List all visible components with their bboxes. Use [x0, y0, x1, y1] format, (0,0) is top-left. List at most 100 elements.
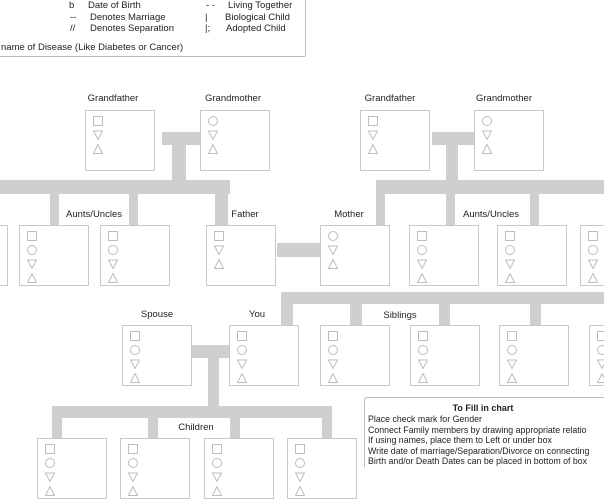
- square-icon[interactable]: [108, 231, 118, 241]
- triangle-down-icon[interactable]: [27, 259, 37, 269]
- circle-icon[interactable]: [418, 345, 428, 355]
- triangle-down-icon[interactable]: [93, 130, 103, 140]
- triangle-down-icon[interactable]: [417, 259, 427, 269]
- connector-line: [208, 358, 219, 406]
- triangle-up-icon[interactable]: [505, 273, 515, 283]
- aunt-uncle-box[interactable]: [497, 225, 567, 286]
- square-icon[interactable]: [588, 231, 598, 241]
- triangle-up-icon[interactable]: [130, 373, 140, 383]
- circle-icon[interactable]: [597, 345, 604, 355]
- square-icon[interactable]: [214, 231, 224, 241]
- triangle-down-icon[interactable]: [130, 359, 140, 369]
- you-box[interactable]: [229, 325, 299, 386]
- triangle-up-icon[interactable]: [418, 373, 428, 383]
- triangle-up-icon[interactable]: [93, 144, 103, 154]
- square-icon[interactable]: [237, 331, 247, 341]
- circle-icon[interactable]: [208, 116, 218, 126]
- aunt-uncle-box[interactable]: [580, 225, 604, 286]
- triangle-down-icon[interactable]: [328, 359, 338, 369]
- triangle-up-icon[interactable]: [27, 273, 37, 283]
- grandmother-right-box[interactable]: [474, 110, 544, 171]
- square-icon[interactable]: [45, 444, 55, 454]
- square-icon[interactable]: [27, 231, 37, 241]
- triangle-up-icon[interactable]: [212, 486, 222, 496]
- triangle-up-icon[interactable]: [208, 144, 218, 154]
- triangle-up-icon[interactable]: [328, 373, 338, 383]
- triangle-up-icon[interactable]: [237, 373, 247, 383]
- square-icon[interactable]: [597, 331, 604, 341]
- square-icon[interactable]: [93, 116, 103, 126]
- triangle-up-icon[interactable]: [482, 144, 492, 154]
- triangle-down-icon[interactable]: [237, 359, 247, 369]
- aunt-uncle-box[interactable]: [0, 225, 8, 286]
- child-box[interactable]: [287, 438, 357, 499]
- circle-icon[interactable]: [328, 231, 338, 241]
- circle-icon[interactable]: [237, 345, 247, 355]
- square-icon[interactable]: [507, 331, 517, 341]
- sibling-box[interactable]: [320, 325, 390, 386]
- square-icon[interactable]: [417, 231, 427, 241]
- triangle-up-icon[interactable]: [108, 273, 118, 283]
- square-icon[interactable]: [418, 331, 428, 341]
- aunt-uncle-box[interactable]: [100, 225, 170, 286]
- triangle-down-icon[interactable]: [482, 130, 492, 140]
- triangle-down-icon[interactable]: [128, 472, 138, 482]
- triangle-up-icon[interactable]: [597, 373, 604, 383]
- triangle-up-icon[interactable]: [295, 486, 305, 496]
- father-box[interactable]: [206, 225, 276, 286]
- circle-icon[interactable]: [482, 116, 492, 126]
- grandmother-left-box[interactable]: [200, 110, 270, 171]
- triangle-down-icon[interactable]: [328, 245, 338, 255]
- square-icon[interactable]: [212, 444, 222, 454]
- triangle-down-icon[interactable]: [45, 472, 55, 482]
- triangle-down-icon[interactable]: [505, 259, 515, 269]
- triangle-down-icon[interactable]: [507, 359, 517, 369]
- circle-icon[interactable]: [108, 245, 118, 255]
- triangle-up-icon[interactable]: [507, 373, 517, 383]
- circle-icon[interactable]: [130, 345, 140, 355]
- aunt-uncle-box[interactable]: [409, 225, 479, 286]
- triangle-down-icon[interactable]: [295, 472, 305, 482]
- square-icon[interactable]: [130, 331, 140, 341]
- triangle-up-icon[interactable]: [328, 259, 338, 269]
- grandfather-right-box[interactable]: [360, 110, 430, 171]
- triangle-down-icon[interactable]: [597, 359, 604, 369]
- instruction-line: Birth and/or Death Dates can be placed i…: [368, 456, 604, 467]
- square-icon[interactable]: [328, 331, 338, 341]
- circle-icon[interactable]: [328, 345, 338, 355]
- aunt-uncle-box[interactable]: [19, 225, 89, 286]
- square-icon[interactable]: [295, 444, 305, 454]
- triangle-down-icon[interactable]: [108, 259, 118, 269]
- triangle-up-icon[interactable]: [214, 259, 224, 269]
- triangle-up-icon[interactable]: [588, 273, 598, 283]
- sibling-box[interactable]: [589, 325, 604, 386]
- child-box[interactable]: [120, 438, 190, 499]
- square-icon[interactable]: [128, 444, 138, 454]
- spouse-box[interactable]: [122, 325, 192, 386]
- child-box[interactable]: [204, 438, 274, 499]
- connector-line: [148, 418, 158, 438]
- circle-icon[interactable]: [588, 245, 598, 255]
- triangle-down-icon[interactable]: [214, 245, 224, 255]
- square-icon[interactable]: [368, 116, 378, 126]
- triangle-down-icon[interactable]: [368, 130, 378, 140]
- circle-icon[interactable]: [505, 245, 515, 255]
- sibling-box[interactable]: [410, 325, 480, 386]
- triangle-down-icon[interactable]: [418, 359, 428, 369]
- sibling-box[interactable]: [499, 325, 569, 386]
- circle-icon[interactable]: [417, 245, 427, 255]
- square-icon[interactable]: [505, 231, 515, 241]
- disease-note: name of Disease (Like Diabetes or Cancer…: [1, 42, 183, 53]
- circle-icon[interactable]: [27, 245, 37, 255]
- triangle-down-icon[interactable]: [588, 259, 598, 269]
- triangle-up-icon[interactable]: [45, 486, 55, 496]
- triangle-down-icon[interactable]: [208, 130, 218, 140]
- child-box[interactable]: [37, 438, 107, 499]
- triangle-up-icon[interactable]: [417, 273, 427, 283]
- grandfather-left-box[interactable]: [85, 110, 155, 171]
- triangle-down-icon[interactable]: [212, 472, 222, 482]
- circle-icon[interactable]: [507, 345, 517, 355]
- mother-box[interactable]: [320, 225, 390, 286]
- triangle-up-icon[interactable]: [128, 486, 138, 496]
- triangle-up-icon[interactable]: [368, 144, 378, 154]
